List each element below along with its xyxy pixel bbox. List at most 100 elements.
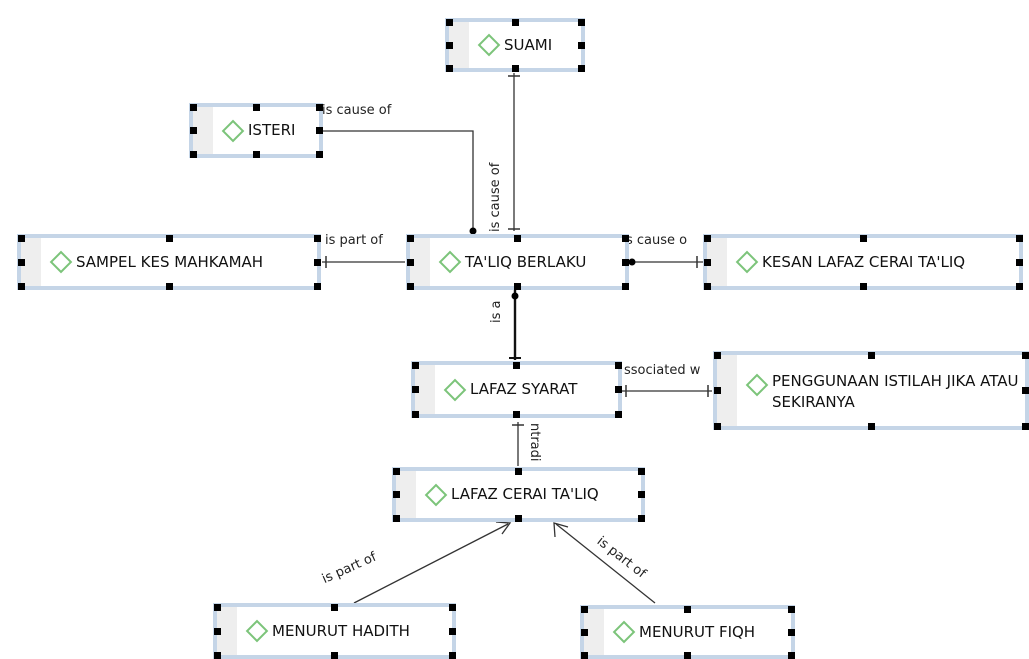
resize-handle[interactable] [614, 386, 622, 393]
node-left-strip [584, 609, 604, 655]
resize-handle[interactable] [515, 514, 522, 522]
resize-handle[interactable] [1021, 387, 1029, 394]
resize-handle[interactable] [637, 467, 645, 475]
resize-handle[interactable] [445, 18, 453, 26]
resize-handle[interactable] [252, 103, 260, 111]
resize-handle[interactable] [17, 234, 25, 242]
edge-fiqh-cerai[interactable] [555, 523, 656, 604]
resize-handle[interactable] [577, 41, 585, 49]
resize-handle[interactable] [406, 282, 414, 290]
resize-handle[interactable] [392, 491, 400, 498]
resize-handle[interactable] [787, 628, 795, 636]
resize-handle[interactable] [703, 282, 711, 290]
resize-handle[interactable] [448, 651, 456, 659]
resize-handle[interactable] [703, 234, 711, 242]
resize-handle[interactable] [189, 127, 197, 134]
resize-handle[interactable] [637, 514, 645, 522]
resize-handle[interactable] [1021, 422, 1029, 430]
resize-handle[interactable] [392, 514, 400, 522]
resize-handle[interactable] [411, 386, 419, 393]
resize-handle[interactable] [713, 387, 721, 394]
node-left-strip [410, 238, 430, 286]
resize-handle[interactable] [580, 651, 588, 659]
resize-handle[interactable] [213, 651, 221, 659]
node-menurut-fiqh[interactable]: MENURUT FIQH [580, 605, 795, 659]
resize-handle[interactable] [411, 410, 419, 418]
resize-handle[interactable] [1021, 351, 1029, 359]
node-lafaz-cerai-taliq[interactable]: LAFAZ CERAI TA'LIQ [392, 467, 645, 522]
resize-handle[interactable] [17, 282, 25, 290]
resize-handle[interactable] [787, 651, 795, 659]
node-body: LAFAZ CERAI TA'LIQ [420, 471, 637, 518]
resize-handle[interactable] [165, 234, 173, 242]
resize-handle[interactable] [513, 361, 520, 369]
node-isteri[interactable]: ISTERI [189, 103, 323, 158]
edge-isteri-taliq[interactable] [320, 130, 474, 231]
resize-handle[interactable] [17, 258, 25, 266]
resize-handle[interactable] [448, 603, 456, 611]
resize-handle[interactable] [867, 351, 875, 359]
node-sampel-kes-mahkamah[interactable]: SAMPEL KES MAHKAMAH [17, 234, 321, 290]
resize-handle[interactable] [637, 491, 645, 498]
resize-handle[interactable] [713, 422, 721, 430]
resize-handle[interactable] [315, 150, 323, 158]
resize-handle[interactable] [514, 282, 521, 290]
resize-handle[interactable] [411, 361, 419, 369]
resize-handle[interactable] [331, 651, 338, 659]
edge-label-suami-taliq: is cause of [488, 162, 503, 232]
resize-handle[interactable] [315, 127, 323, 134]
node-lafaz-syarat[interactable]: LAFAZ SYARAT [411, 361, 622, 418]
resize-handle[interactable] [621, 234, 629, 242]
resize-handle[interactable] [406, 258, 414, 266]
resize-handle[interactable] [315, 103, 323, 111]
resize-handle[interactable] [1015, 234, 1023, 242]
resize-handle[interactable] [515, 467, 522, 475]
resize-handle[interactable] [684, 651, 691, 659]
node-taliq-berlaku[interactable]: TA'LIQ BERLAKU [406, 234, 629, 290]
resize-handle[interactable] [445, 64, 453, 72]
resize-handle[interactable] [331, 603, 338, 611]
resize-handle[interactable] [313, 258, 321, 266]
resize-handle[interactable] [621, 282, 629, 290]
resize-handle[interactable] [580, 628, 588, 636]
resize-handle[interactable] [867, 422, 875, 430]
resize-handle[interactable] [787, 605, 795, 613]
resize-handle[interactable] [713, 351, 721, 359]
resize-handle[interactable] [448, 627, 456, 635]
resize-handle[interactable] [577, 18, 585, 26]
resize-handle[interactable] [511, 18, 519, 26]
resize-handle[interactable] [1015, 282, 1023, 290]
resize-handle[interactable] [621, 258, 629, 266]
resize-handle[interactable] [513, 410, 520, 418]
resize-handle[interactable] [406, 234, 414, 242]
resize-handle[interactable] [313, 282, 321, 290]
node-label: KESAN LAFAZ CERAI TA'LIQ [762, 252, 966, 271]
resize-handle[interactable] [165, 282, 173, 290]
resize-handle[interactable] [445, 41, 453, 49]
resize-handle[interactable] [577, 64, 585, 72]
node-suami[interactable]: SUAMI [445, 18, 585, 72]
resize-handle[interactable] [189, 150, 197, 158]
resize-handle[interactable] [213, 627, 221, 635]
resize-handle[interactable] [859, 234, 867, 242]
resize-handle[interactable] [213, 603, 221, 611]
resize-handle[interactable] [684, 605, 691, 613]
node-penggunaan-istilah[interactable]: PENGGUNAAN ISTILAH JIKA ATAU SEKIRANYA [713, 351, 1029, 430]
resize-handle[interactable] [252, 150, 260, 158]
resize-handle[interactable] [1015, 258, 1023, 266]
node-left-strip [193, 107, 213, 154]
resize-handle[interactable] [511, 64, 519, 72]
resize-handle[interactable] [859, 282, 867, 290]
edge-hadith-cerai[interactable] [353, 523, 509, 604]
resize-handle[interactable] [703, 258, 711, 266]
resize-handle[interactable] [514, 234, 521, 242]
resize-handle[interactable] [614, 410, 622, 418]
node-menurut-hadith[interactable]: MENURUT HADITH [213, 603, 456, 659]
resize-handle[interactable] [392, 467, 400, 475]
resize-handle[interactable] [614, 361, 622, 369]
resize-handle[interactable] [580, 605, 588, 613]
node-kesan-lafaz-cerai-taliq[interactable]: KESAN LAFAZ CERAI TA'LIQ [703, 234, 1023, 290]
resize-handle[interactable] [189, 103, 197, 111]
resize-handle[interactable] [313, 234, 321, 242]
